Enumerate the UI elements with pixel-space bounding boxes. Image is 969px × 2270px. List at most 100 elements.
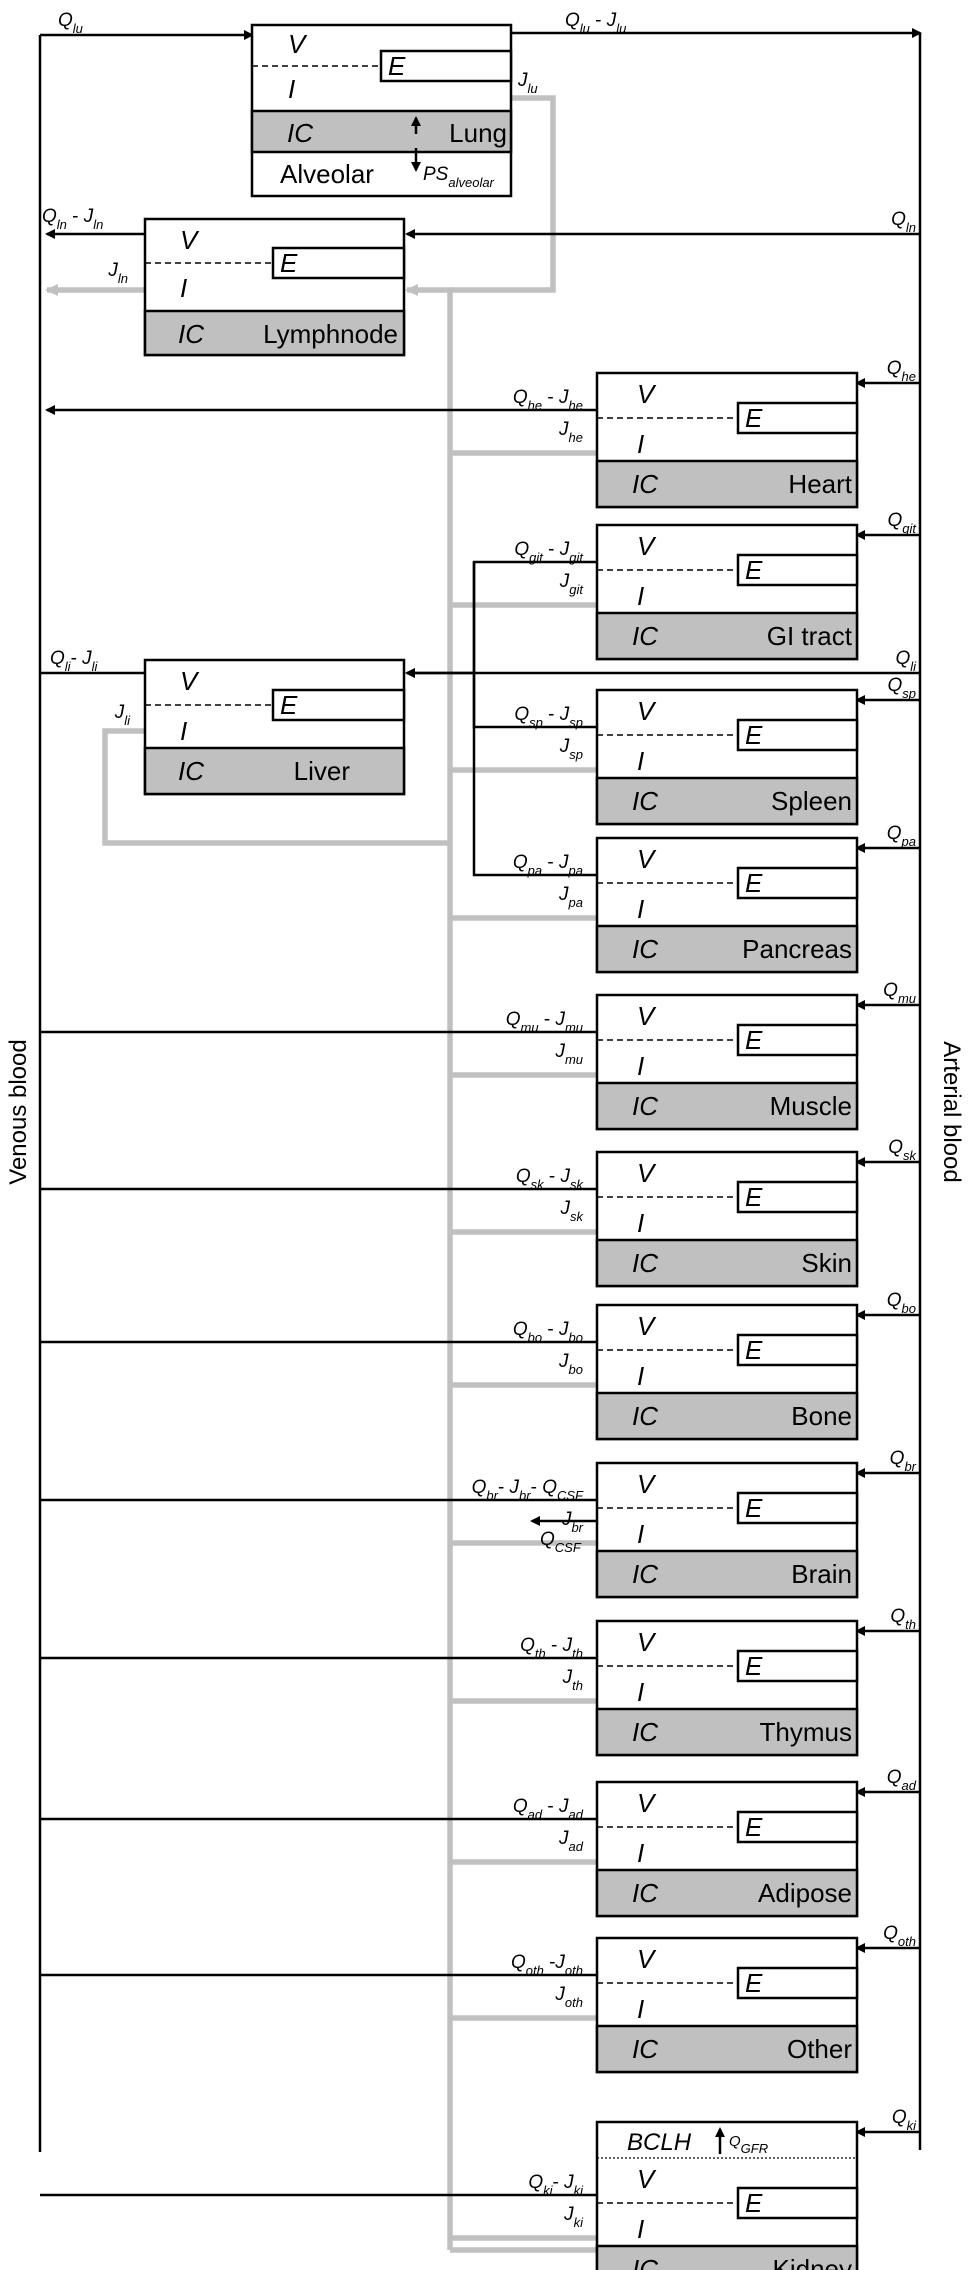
label-part: th: [572, 1678, 583, 1693]
organ-other: [595, 1936, 859, 2074]
label-part: th: [535, 1646, 546, 1661]
organ-name: Pancreas: [742, 934, 852, 964]
q-in-git: Qgit: [887, 510, 917, 536]
label-part: git: [902, 521, 917, 536]
label-part: J: [114, 702, 125, 723]
label-part: git: [529, 550, 544, 565]
csf-label: QCSF: [540, 1529, 582, 1555]
j-out-heart: Jhe: [558, 419, 583, 445]
label-part: br: [519, 1488, 531, 1503]
label-part: oth: [898, 1934, 916, 1949]
label-part: li: [92, 659, 99, 674]
bclh-label: BCLH: [627, 2129, 692, 2156]
endosomal-box: [736, 1810, 859, 1844]
label-part: bo: [569, 1362, 583, 1377]
j-out-lung: Jlu: [517, 70, 538, 96]
label-part: ki: [574, 2215, 585, 2230]
ic-band: [595, 1391, 859, 1441]
label-e: E: [745, 403, 763, 433]
label-part: sk: [570, 1177, 585, 1192]
gfr-label: QGFR: [729, 2133, 768, 2156]
label-part: pa: [901, 834, 916, 849]
organ-name: Liver: [294, 756, 351, 786]
label-part: J: [560, 1198, 571, 1219]
label-part: Q: [528, 2172, 543, 2193]
label-i: I: [637, 2214, 644, 2244]
label-i: I: [637, 1677, 644, 1707]
qj-label-git: Qgit - Jgit: [514, 539, 584, 565]
label-i: I: [637, 1994, 644, 2024]
label-part: he: [569, 398, 583, 413]
label-part: -: [542, 852, 559, 873]
label-part: Q: [890, 1448, 905, 1469]
lymph-collector: [405, 284, 453, 2250]
label-part: -: [542, 387, 559, 408]
label-part: Q: [542, 1477, 557, 1498]
label-ic: IC: [632, 934, 658, 964]
label-part: he: [569, 430, 583, 445]
label-part: Q: [513, 387, 528, 408]
organ-git: [595, 523, 859, 661]
label-part: J: [558, 1351, 569, 1372]
label-part: lu: [73, 21, 83, 36]
label-v: V: [637, 1469, 657, 1499]
label-e: E: [280, 690, 298, 720]
label-ic: IC: [178, 756, 204, 786]
label-part: Q: [887, 510, 902, 531]
j-out-git: Jgit: [559, 571, 585, 597]
label-part: Q: [887, 1767, 902, 1788]
label-part: J: [554, 1041, 565, 1062]
label-part: -: [67, 206, 84, 227]
label-v: V: [637, 1311, 657, 1341]
qj-label-other: Qoth -Joth: [511, 1952, 583, 1978]
label-part: git: [569, 582, 584, 597]
label-part: ln: [93, 217, 103, 232]
label-part: J: [558, 852, 569, 873]
label-part: Q: [58, 10, 73, 31]
label-part: ln: [118, 271, 128, 286]
arterial-blood-label: Arterial blood: [938, 1041, 965, 1182]
label-part: bo: [569, 1330, 583, 1345]
label-part: br: [486, 1488, 498, 1503]
q-in-liver: Qli: [895, 648, 917, 674]
organ-thymus: [595, 1619, 859, 1757]
qj-label-spleen: Qsp - Jsp: [514, 704, 583, 730]
label-i: I: [637, 1519, 644, 1549]
label-part: alveolar: [448, 175, 494, 190]
label-part: li: [124, 713, 131, 728]
organ-name: Lung: [449, 118, 507, 148]
label-ic: IC: [632, 1401, 658, 1431]
organ-lung: [250, 23, 513, 198]
organ-spleen: [595, 688, 859, 826]
q-in-skin: Qsk: [888, 1137, 917, 1163]
label-part: Q: [513, 1796, 528, 1817]
label-part: -: [542, 1319, 559, 1340]
label-part: li: [910, 659, 917, 674]
label-part: PS: [423, 164, 449, 185]
label-part: J: [559, 571, 570, 592]
j-out-pancreas: Jpa: [558, 884, 583, 910]
label-ic: IC: [632, 786, 658, 816]
label-part: Q: [516, 1166, 531, 1187]
liver-lymph-out: [102, 728, 450, 846]
label-part: Q: [506, 1009, 521, 1030]
label-i: I: [180, 273, 187, 303]
label-e: E: [745, 1812, 763, 1842]
ic-band: [595, 1549, 859, 1599]
label-part: sp: [529, 715, 543, 730]
label-part: J: [563, 2172, 574, 2193]
label-part: Q: [883, 1923, 898, 1944]
label-part: mu: [898, 991, 916, 1006]
label-part: mu: [520, 1020, 538, 1035]
qj-label-brain: Qbr- Jbr- QCSF: [472, 1477, 584, 1503]
label-part: Q: [520, 1635, 535, 1656]
label-part: J: [563, 2204, 574, 2225]
label-part: -: [590, 10, 607, 31]
q-in-kidney: Qki: [892, 2107, 917, 2133]
venous-out-git: [472, 560, 597, 673]
label-part: mu: [565, 1020, 583, 1035]
label-part: J: [554, 1009, 565, 1030]
label-e: E: [745, 555, 763, 585]
label-part: Q: [892, 2107, 907, 2128]
label-part: oth: [565, 1963, 583, 1978]
